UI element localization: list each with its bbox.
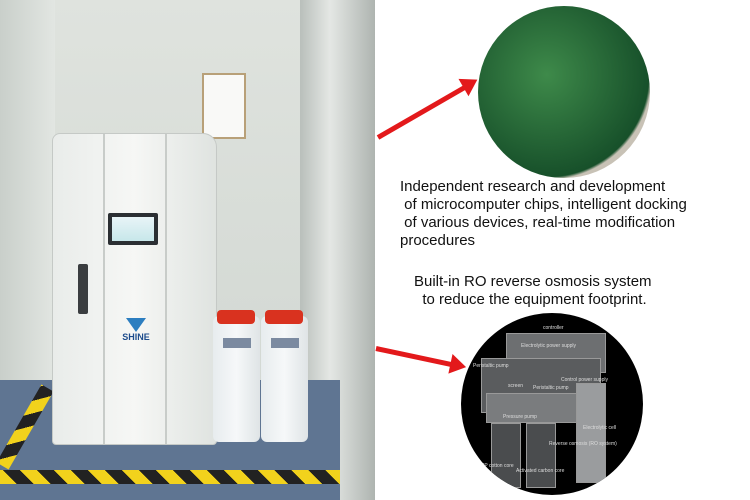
floor-hazard-tape	[0, 470, 340, 484]
touch-screen	[108, 213, 158, 245]
ro-system-diagram: controller Electrolytic power supply Per…	[461, 313, 643, 495]
disinfectant-generator-cabinet	[52, 133, 217, 445]
callout-text-chips: Independent research and development of …	[400, 178, 687, 249]
red-arrow-icon	[375, 346, 457, 368]
chemical-jug	[213, 310, 260, 442]
wall-panel	[0, 0, 55, 390]
product-photo: SHINE	[0, 0, 375, 500]
clipboard	[202, 73, 246, 139]
brand-logo: SHINE	[118, 318, 154, 342]
door-handle	[78, 264, 88, 314]
circuit-board-photo	[478, 6, 650, 178]
chemical-jug	[261, 310, 308, 442]
callout-text-ro: Built-in RO reverse osmosis system to re…	[414, 273, 652, 308]
red-arrow-icon	[376, 82, 471, 140]
